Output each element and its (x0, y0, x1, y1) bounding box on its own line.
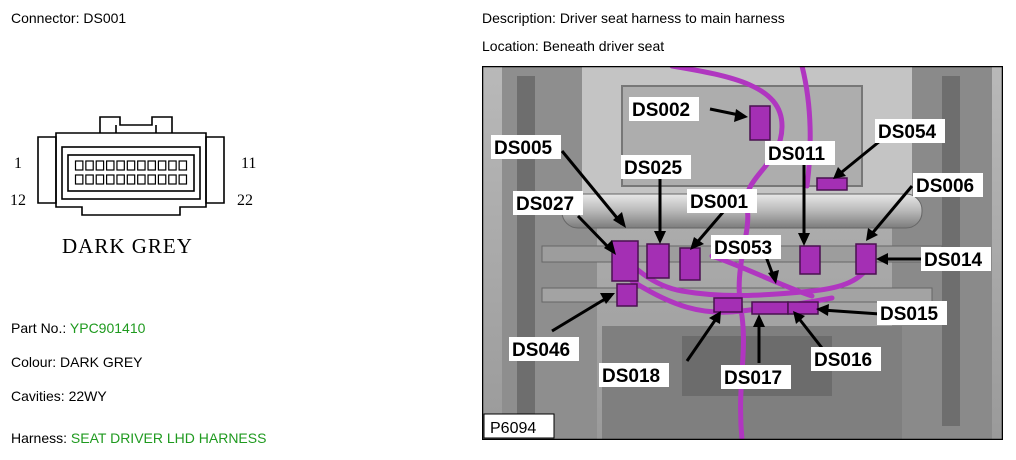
cavity-3 (95, 160, 105, 171)
part-no-label: Part No.: (11, 320, 67, 336)
ds017-body (751, 301, 789, 315)
cavity-6 (126, 160, 136, 171)
cavity-8 (147, 160, 157, 171)
pin-label-12: 12 (10, 192, 26, 209)
callout-bg-ds046 (509, 337, 579, 361)
callout-ds015: DS015 (880, 304, 939, 325)
callout-bg-ds015 (877, 301, 947, 325)
cavities-line: Cavities: 22WY (11, 388, 107, 404)
callout-ds002: DS002 (632, 100, 690, 121)
ds016-body (787, 301, 819, 315)
connector-face-drawing: 1 11 12 22 DARK GREY (10, 116, 256, 258)
description-value: Driver seat harness to main harness (559, 10, 785, 26)
cavity-10 (168, 160, 177, 171)
ds046-body (616, 283, 638, 307)
photo-border (482, 66, 1003, 440)
callout-bg-ds054 (875, 119, 945, 143)
callout-ds005: DS005 (494, 138, 553, 159)
callout-bg-ds001 (687, 189, 757, 213)
location-value: Beneath driver seat (542, 38, 665, 54)
callout-bg-ds017 (721, 365, 791, 389)
photo-ref-label: P6094 (490, 420, 536, 437)
cavity-11 (178, 160, 188, 171)
location-label: Location: (482, 38, 539, 54)
part-no-link[interactable]: YPC901410 (69, 320, 146, 336)
photo-ref-box (483, 413, 555, 439)
pin-label-1: 1 (14, 155, 22, 172)
cavity-17 (126, 174, 136, 185)
callout-bg-ds025 (621, 155, 691, 179)
cavity-2 (85, 160, 94, 171)
connector-bodies (611, 105, 877, 315)
cavity-20 (157, 174, 167, 185)
callout-bg-ds006 (913, 173, 983, 197)
callout-ds027: DS027 (516, 194, 574, 215)
cavity-16 (116, 174, 125, 185)
colour-value: DARK GREY (60, 354, 143, 370)
pin-label-22: 22 (237, 192, 253, 209)
callout-ds017: DS017 (724, 368, 782, 389)
callout-bg-ds002 (629, 97, 699, 121)
cavity-7 (137, 160, 146, 171)
cavity-13 (85, 174, 94, 185)
ds011-body (799, 245, 821, 275)
pin-label-11: 11 (241, 155, 256, 172)
connector-colour-caption: DARK GREY (62, 234, 193, 258)
callout-ds016: DS016 (814, 350, 872, 371)
cavity-22 (178, 174, 188, 185)
callout-bg-ds027 (513, 191, 583, 215)
ds018-body (713, 297, 743, 313)
callout-bg-ds053 (711, 235, 781, 259)
colour-label: Colour: (11, 354, 57, 370)
cavity-12 (74, 174, 84, 185)
cavity-4 (105, 160, 115, 171)
callout-bg-ds016 (811, 347, 881, 371)
callout-ds014: DS014 (924, 250, 983, 271)
cavity-grid (74, 160, 188, 185)
cavity-5 (116, 160, 125, 171)
cavity-21 (168, 174, 177, 185)
cavity-19 (147, 174, 157, 185)
callout-ds025: DS025 (624, 158, 683, 179)
callout-bg-ds011 (765, 141, 835, 165)
part-no-line: Part No.: YPC901410 (11, 320, 145, 336)
connector-label: Connector: (11, 10, 80, 26)
ds014-body (855, 243, 877, 275)
callout-bg-ds014 (921, 247, 991, 271)
ds054-body (816, 177, 848, 191)
connector-id: DS001 (83, 10, 127, 26)
ds025-body (646, 243, 670, 279)
callout-ds018: DS018 (602, 366, 660, 387)
arrow-heads (600, 109, 888, 327)
callout-ds001: DS001 (690, 192, 749, 213)
colour-line: Colour: DARK GREY (11, 354, 143, 370)
harness-label: Harness: (11, 430, 68, 446)
callout-ds053: DS053 (714, 238, 772, 259)
callout-ds046: DS046 (512, 340, 570, 361)
callout-bg-ds018 (599, 363, 669, 387)
location-line: Location: Beneath driver seat (482, 38, 664, 54)
description-label: Description: (482, 10, 556, 26)
cavity-9 (157, 160, 167, 171)
connector-line: Connector: DS001 (11, 10, 126, 26)
cavity-14 (95, 174, 105, 185)
ds002-body (749, 105, 771, 141)
harness-line: Harness: SEAT DRIVER LHD HARNESS (11, 430, 266, 446)
callout-ds054: DS054 (878, 122, 937, 143)
harness-link[interactable]: SEAT DRIVER LHD HARNESS (70, 430, 267, 446)
cavity-18 (137, 174, 146, 185)
description-line: Description: Driver seat harness to main… (482, 10, 785, 26)
cavities-label: Cavities: (11, 388, 65, 404)
callout-ds011: DS011 (768, 144, 825, 165)
callout-bg-ds005 (491, 135, 561, 159)
callout-ds006: DS006 (916, 176, 974, 197)
ds027-body (611, 240, 639, 282)
cavities-value: 22WY (68, 388, 107, 404)
cavity-1 (74, 160, 84, 171)
cavity-15 (105, 174, 115, 185)
ds001-body (679, 247, 701, 281)
